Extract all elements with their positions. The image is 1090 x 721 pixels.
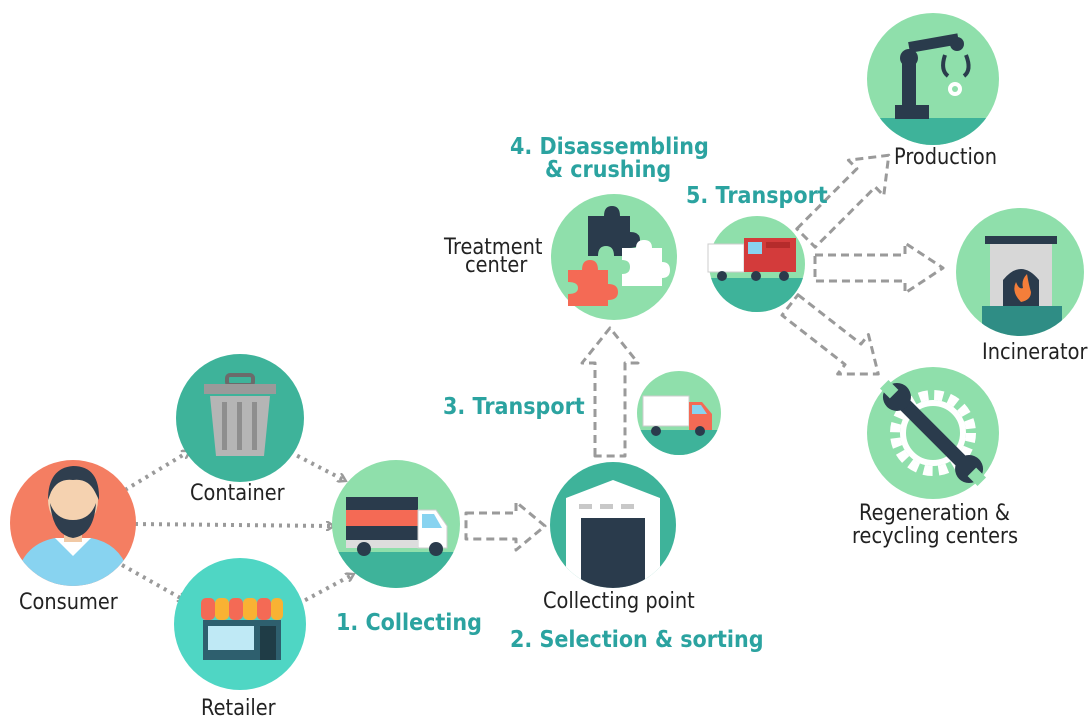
connector-consumer-container — [123, 452, 188, 492]
connector-consumer-collecting — [134, 524, 332, 526]
production-node — [867, 13, 999, 145]
delivery-truck-icon — [642, 395, 712, 436]
treatment-center-label-line1: Treatment — [444, 235, 543, 260]
connector-retailer-collecting — [297, 575, 352, 606]
incinerator-label: Incinerator — [982, 340, 1088, 365]
step-disassembling-line1: 4. Disassembling — [510, 134, 709, 160]
fireplace-icon — [982, 236, 1062, 336]
collecting-point-label: Collecting point — [543, 589, 695, 614]
retailer-node — [174, 558, 306, 690]
collecting-point-node — [550, 462, 676, 588]
arrow-transport-to-regeneration — [780, 293, 880, 376]
arrow-transport-to-incinerator — [813, 241, 945, 295]
arrow-point-to-treatment — [580, 326, 640, 458]
warehouse-icon — [566, 480, 660, 588]
regeneration-label-line1: Regeneration & — [859, 501, 1011, 526]
treatment-center-node — [551, 194, 677, 320]
truck-icon — [346, 497, 448, 556]
step-collecting: 1. Collecting — [336, 610, 482, 636]
step-selection-sorting: 2. Selection & sorting — [510, 627, 764, 653]
robot-arm-icon — [895, 33, 971, 119]
step-disassembling-line2: & crushing — [545, 157, 672, 183]
heavy-truck-icon — [707, 238, 796, 281]
transport-truck-node — [707, 216, 805, 312]
consumer-node — [10, 460, 136, 586]
container-node — [176, 354, 304, 482]
dashed-block-arrows — [464, 153, 945, 552]
production-label: Production — [894, 145, 998, 170]
step-transport-5: 5. Transport — [686, 183, 828, 209]
incinerator-node — [956, 208, 1084, 336]
ground-band — [332, 552, 460, 588]
treatment-center-label-line2: center — [465, 253, 528, 278]
arrow-collecting-to-point — [464, 500, 547, 552]
ground-band — [637, 430, 721, 455]
arrow-transport-to-production — [795, 153, 891, 249]
regeneration-node — [867, 367, 999, 499]
trash-bin-icon — [204, 373, 276, 456]
small-truck-node — [637, 371, 721, 455]
collecting-node — [332, 460, 460, 588]
connector-container-collecting — [289, 450, 344, 480]
person-icon — [14, 466, 132, 586]
connector-consumer-retailer — [121, 563, 184, 600]
retailer-label: Retailer — [201, 696, 276, 721]
container-label: Container — [190, 481, 285, 506]
step-transport-3: 3. Transport — [443, 394, 585, 420]
regeneration-label-line2: recycling centers — [852, 524, 1019, 549]
shop-icon — [201, 598, 283, 660]
dotted-connectors — [121, 450, 352, 606]
puzzle-icon — [568, 206, 670, 306]
consumer-label: Consumer — [19, 590, 118, 615]
gear-wrench-icon — [879, 379, 987, 487]
